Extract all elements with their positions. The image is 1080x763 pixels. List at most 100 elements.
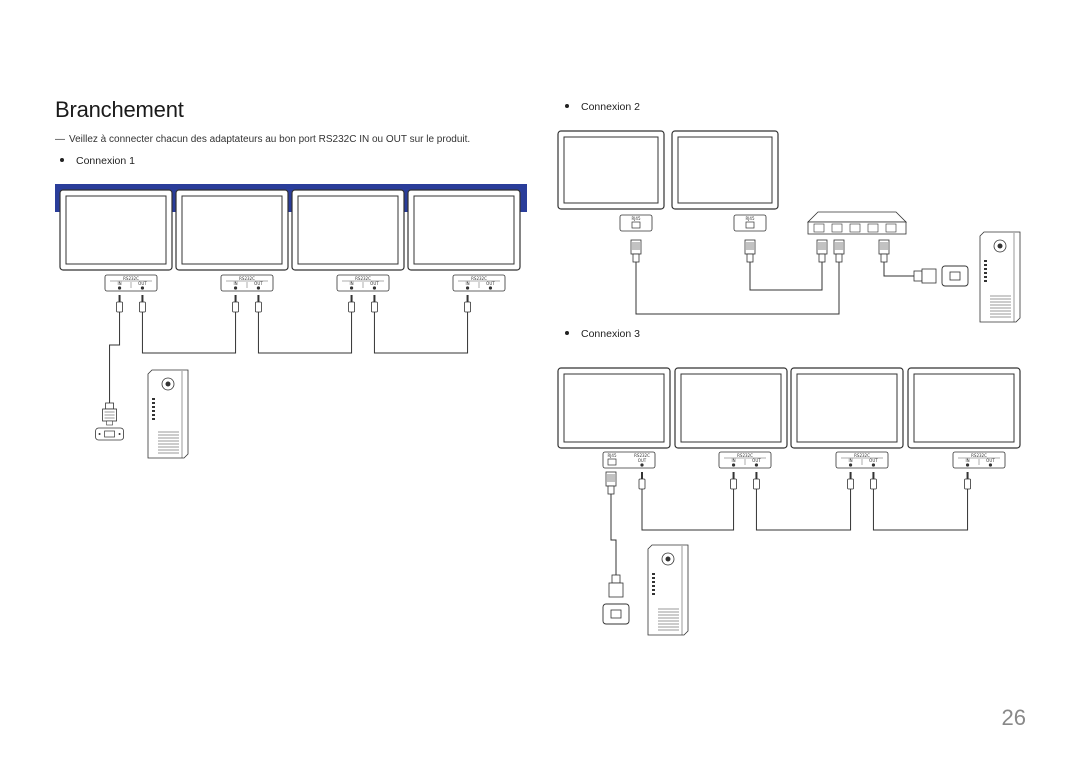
network-hub-icon — [807, 211, 907, 235]
note: ―Veillez à connecter chacun des adaptate… — [55, 134, 470, 145]
stereo-plug-icon — [139, 295, 146, 319]
in-port — [848, 463, 853, 467]
hub-port — [813, 223, 825, 233]
bullet-icon — [565, 331, 569, 336]
in-label: IN — [233, 281, 237, 286]
hub-port — [885, 223, 897, 233]
out-label: OUT — [986, 458, 995, 463]
lan-port-icon — [631, 221, 641, 229]
rj45-plug-icon — [913, 268, 937, 284]
rj45-label: RJ45 — [607, 453, 617, 458]
stereo-plug-icon — [371, 295, 378, 319]
monitor-icon — [175, 189, 289, 271]
rs232c-label: RS232C — [239, 276, 255, 281]
pc-tower-icon — [147, 369, 189, 459]
rj45-plug-icon — [816, 239, 828, 268]
connection-1-label: Connexion 1 — [76, 155, 135, 167]
rs232c-label: RS232C — [634, 453, 650, 458]
rj45-plug-icon — [878, 239, 890, 268]
lan-port-icon — [602, 603, 630, 625]
hub-port — [831, 223, 843, 233]
rj45-plug-icon — [630, 239, 642, 268]
bullet-icon — [565, 104, 569, 109]
lan-port-icon — [607, 458, 617, 466]
out-label: OUT — [138, 281, 147, 286]
rs232c-label: RS232C — [355, 276, 371, 281]
rj45-plug-icon — [605, 471, 617, 500]
out-port — [754, 463, 759, 467]
rj45-plug-icon — [608, 574, 624, 598]
in-port — [465, 286, 470, 290]
stereo-plug-icon — [232, 295, 239, 319]
in-port — [117, 286, 122, 290]
rj45-plug-icon — [744, 239, 756, 268]
in-label: IN — [731, 458, 735, 463]
in-port — [349, 286, 354, 290]
hub-port — [849, 223, 861, 233]
connection-3-heading: Connexion 3 — [565, 328, 640, 340]
rj45-plug-icon — [833, 239, 845, 268]
in-label: IN — [965, 458, 969, 463]
connection-2-label: Connexion 2 — [581, 101, 640, 113]
out-port — [372, 286, 377, 290]
diagram-connexion-2: RJ45 RJ45 — [557, 130, 1021, 323]
pc-tower-icon — [647, 544, 689, 636]
rs232c-cable — [755, 496, 852, 531]
out-port — [256, 286, 261, 290]
stereo-plug-icon — [753, 472, 760, 496]
rs232c-cable — [257, 319, 353, 354]
monitor-icon — [291, 189, 405, 271]
rs232c-cable — [872, 496, 969, 531]
rs232c-label: RS232C — [471, 276, 487, 281]
lan-port-icon — [745, 221, 755, 229]
connection-2-heading: Connexion 2 — [565, 101, 640, 113]
out-label: OUT — [638, 458, 647, 463]
out-label: OUT — [869, 458, 878, 463]
stereo-plug-icon — [116, 295, 123, 319]
monitor-icon — [407, 189, 521, 271]
note-marker: ― — [55, 134, 65, 145]
lan-port-icon — [941, 265, 969, 287]
page-number: 26 — [1001, 705, 1026, 730]
monitor-icon — [557, 130, 665, 210]
bullet-icon — [60, 158, 64, 163]
lan-cable — [610, 500, 617, 575]
rs232c-cable — [109, 319, 121, 395]
rj45-port-panel: RJ45 — [619, 214, 653, 232]
in-label: IN — [117, 281, 121, 286]
out-port — [871, 463, 876, 467]
monitor-icon — [671, 130, 779, 210]
out-port — [640, 463, 644, 467]
rj45-port-panel: RJ45 — [733, 214, 767, 232]
lan-cable — [883, 268, 914, 277]
rs232c-label: RS232C — [123, 276, 139, 281]
in-label: IN — [465, 281, 469, 286]
d-sub-connector-icon — [95, 395, 124, 441]
rj45-label: RJ45 — [745, 216, 755, 221]
in-label: IN — [349, 281, 353, 286]
monitor-icon — [557, 367, 671, 449]
in-label: IN — [848, 458, 852, 463]
stereo-plug-icon — [464, 295, 471, 319]
out-port — [140, 286, 145, 290]
stereo-plug-icon — [870, 472, 877, 496]
connection-1-heading: Connexion 1 — [60, 155, 135, 167]
connection-3-label: Connexion 3 — [581, 328, 640, 340]
stereo-plug-icon — [638, 472, 646, 496]
rs232c-cable — [641, 496, 735, 531]
rs232c-label: RS232C — [854, 453, 870, 458]
in-port — [731, 463, 736, 467]
pc-tower-icon — [979, 231, 1021, 323]
out-label: OUT — [370, 281, 379, 286]
stereo-plug-icon — [730, 472, 737, 496]
hub-port — [867, 223, 879, 233]
